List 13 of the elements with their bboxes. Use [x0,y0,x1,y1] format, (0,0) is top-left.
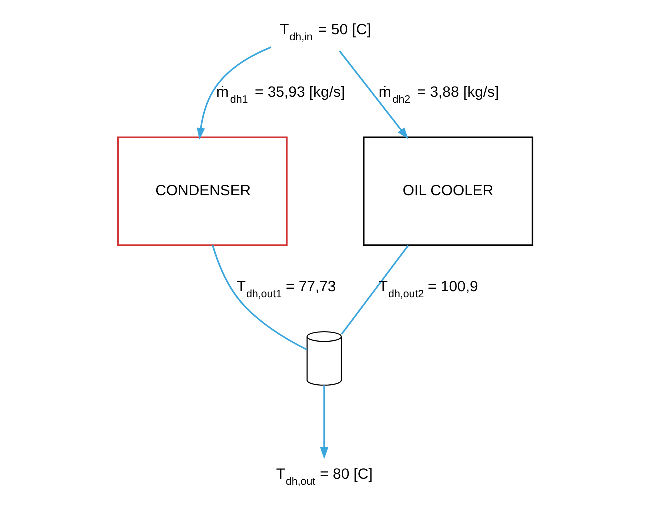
node-box: OIL COOLER [363,136,534,246]
node-text: T$_{dh,out}$ = 80 [C] [276,466,373,488]
arrow [320,386,329,460]
edge-label: T$_{dh,out1}$ = 77,73 [236,278,336,301]
arrow [196,46,272,140]
arrow [339,50,409,140]
node-box: CONDENSER [117,136,288,246]
node-text: T$_{dh,in}$ = 50 [C] [280,22,372,44]
edge-label: ṁ$_{dh1}$ = 35,93 [kg/s] [216,84,346,106]
edge-label: T$_{dh,out2}$ = 100,9 [378,278,478,301]
edge-label: ṁ$_{dh2}$ = 3,88 [kg/s] [378,84,500,106]
connector [212,245,308,351]
connector [341,245,410,335]
